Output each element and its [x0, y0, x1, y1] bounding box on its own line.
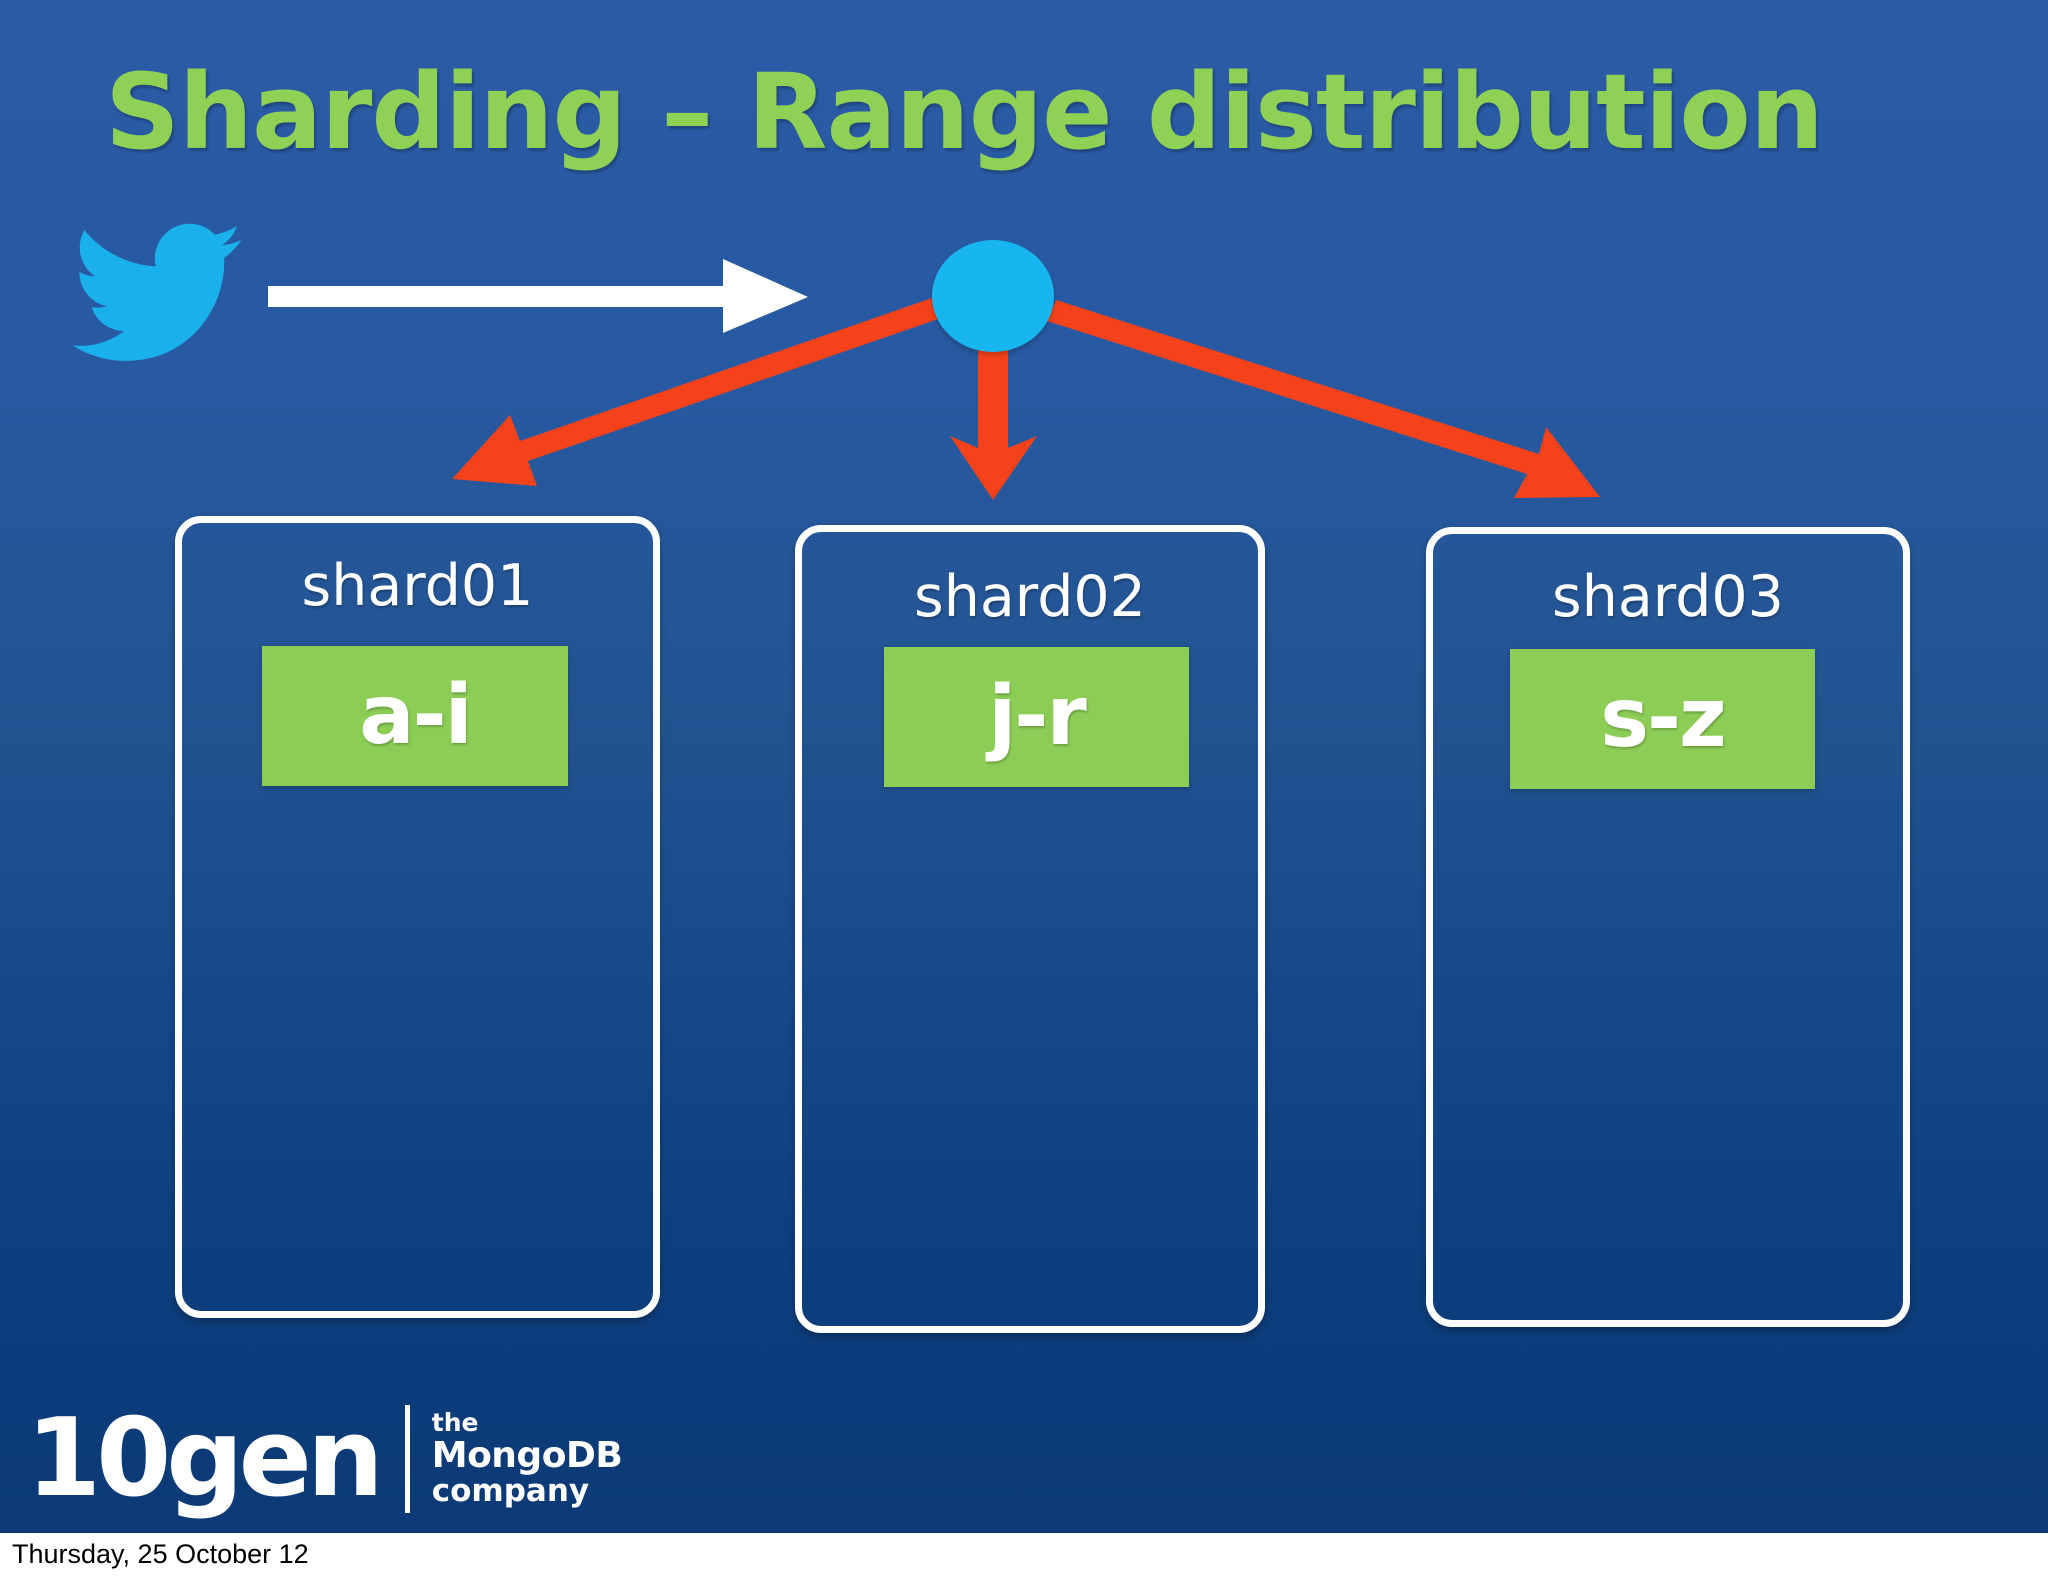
- range-chip: s-z: [1510, 649, 1815, 789]
- range-label: j-r: [988, 669, 1087, 764]
- range-label: a-i: [359, 668, 472, 763]
- range-chip: j-r: [884, 647, 1189, 787]
- brand-tagline-line-2: MongoDB: [431, 1434, 623, 1476]
- slide-canvas: Sharding – Range distribution: [0, 0, 2048, 1533]
- brand-tagline-line-3: company: [431, 1472, 590, 1509]
- shard-label: shard03: [1552, 564, 1784, 630]
- router-node-icon: [932, 240, 1054, 352]
- shard-label: shard02: [914, 564, 1146, 630]
- arrow-down-right-icon: [1047, 300, 1600, 498]
- page-title: Sharding – Range distribution: [105, 51, 1824, 173]
- right-arrow-icon: [268, 255, 808, 335]
- footer-strip: Thursday, 25 October 12: [0, 1533, 2048, 1576]
- shard-label: shard01: [301, 553, 534, 619]
- brand-logo: 10gen the MongoDB company: [26, 1396, 623, 1522]
- footer-date: Thursday, 25 October 12: [12, 1539, 309, 1569]
- brand-wordmark: 10gen: [26, 1396, 384, 1522]
- brand-tagline-line-1: the: [431, 1408, 479, 1438]
- shard-container-shard03[interactable]: shard03 s-z: [1426, 527, 1910, 1327]
- brand-tagline: the MongoDB company: [432, 1410, 623, 1508]
- brand-divider: [404, 1405, 410, 1513]
- shard-container-shard01[interactable]: shard01 a-i: [175, 516, 660, 1318]
- shard-container-shard02[interactable]: shard02 j-r: [795, 525, 1265, 1333]
- range-label: s-z: [1600, 671, 1727, 766]
- twitter-bird-icon: [72, 222, 242, 362]
- range-chip: a-i: [262, 646, 568, 786]
- arrow-down-icon: [950, 345, 1037, 500]
